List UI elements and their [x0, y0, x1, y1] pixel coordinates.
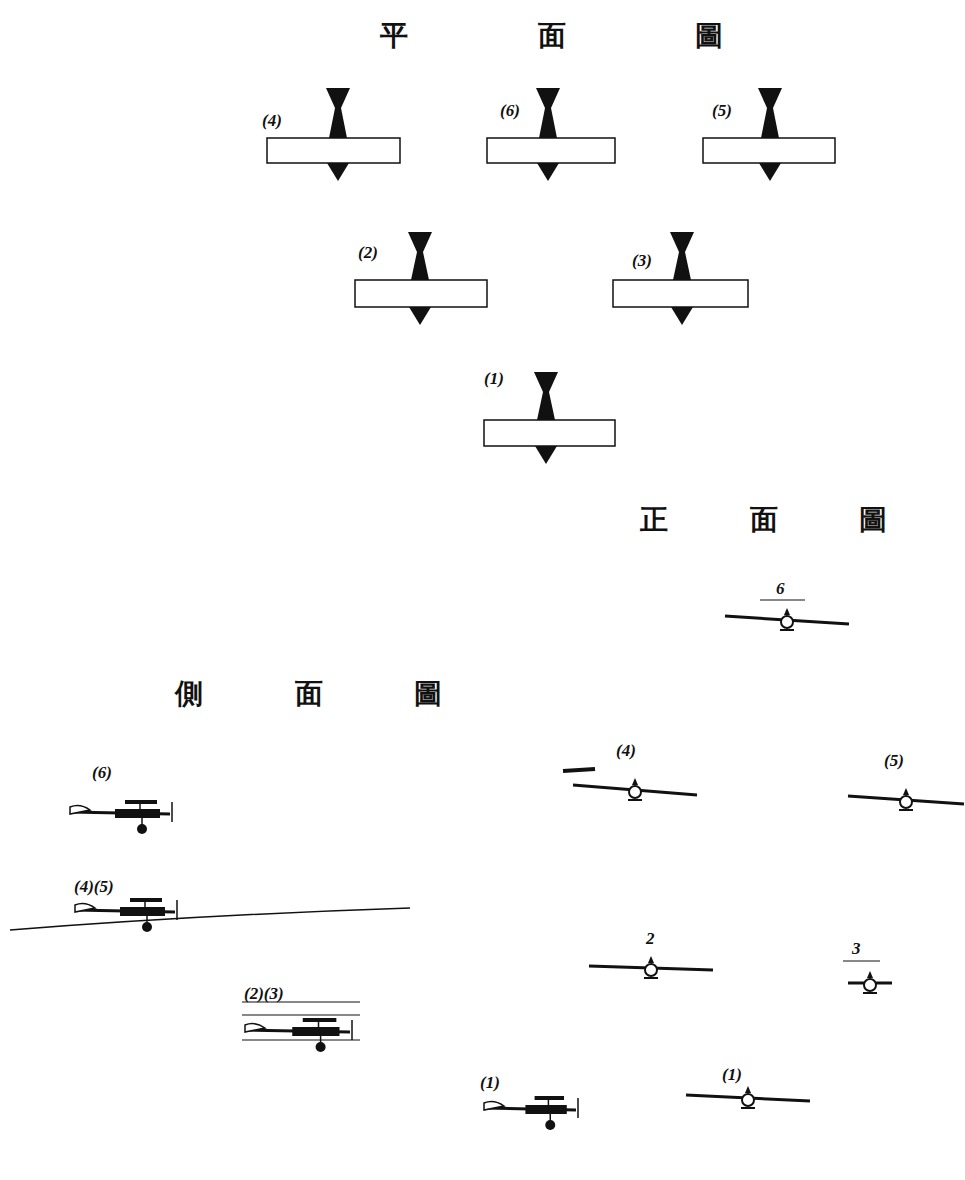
- side-propeller: [171, 802, 173, 822]
- guide-line: [242, 1015, 360, 1016]
- horizon-line: [10, 908, 410, 930]
- side-body: [525, 1105, 566, 1114]
- plan-wing: [703, 138, 835, 163]
- plan-nose: [327, 163, 349, 181]
- side-wheel: [142, 922, 152, 932]
- side-upper-wing: [303, 1018, 337, 1022]
- front-propeller: [742, 1094, 754, 1106]
- side-strut: [139, 804, 141, 812]
- front-fin: [632, 778, 638, 785]
- plan-wing: [487, 138, 615, 163]
- side-tail: [245, 1024, 265, 1032]
- plan-wing: [484, 420, 615, 446]
- front-propeller: [781, 616, 793, 628]
- front-gear: [780, 629, 794, 631]
- callout-number: (1): [722, 1066, 742, 1083]
- view-heading: 正 面 圖: [640, 506, 888, 534]
- view-heading: 平 面 圖: [380, 22, 724, 50]
- plan-wing: [613, 280, 748, 307]
- side-propeller: [577, 1098, 579, 1118]
- front-fin: [867, 971, 873, 978]
- side-strut: [144, 902, 146, 910]
- side-propeller: [176, 900, 178, 920]
- plan-nose: [409, 307, 431, 325]
- plan-fuselage: [670, 232, 694, 280]
- front-gear: [899, 809, 913, 811]
- callout-number: (4): [262, 112, 282, 129]
- guide-line: [242, 1040, 360, 1041]
- callout-number: (2): [358, 244, 378, 261]
- front-gear: [863, 992, 877, 994]
- callout-number: (3): [632, 252, 652, 269]
- plan-wing: [355, 280, 487, 307]
- front-propeller: [629, 786, 641, 798]
- side-wheel: [137, 824, 147, 834]
- callout-number: (4): [616, 742, 636, 759]
- callout-number: (5): [884, 752, 904, 769]
- callout-number: (1): [484, 370, 504, 387]
- front-propeller: [645, 964, 657, 976]
- callout-number: (5): [712, 102, 732, 119]
- side-upper-wing: [130, 898, 162, 902]
- front-fin: [745, 1086, 751, 1093]
- callout-number: (2)(3): [244, 985, 284, 1002]
- callout-number: (4)(5): [74, 878, 114, 895]
- side-body: [120, 907, 165, 916]
- side-tail: [75, 904, 95, 912]
- front-gear: [741, 1107, 755, 1109]
- plan-nose: [671, 307, 693, 325]
- plan-nose: [759, 163, 781, 181]
- callout-number: (6): [500, 102, 520, 119]
- front-mark: [563, 769, 595, 771]
- underline: [760, 600, 805, 601]
- view-heading: 側 面 圖: [175, 680, 443, 708]
- side-wheel: [545, 1120, 555, 1130]
- front-fin: [648, 956, 654, 963]
- side-body: [115, 809, 160, 818]
- plan-fuselage: [408, 232, 432, 280]
- front-gear: [628, 799, 642, 801]
- side-strut: [318, 1022, 320, 1030]
- plan-fuselage: [758, 88, 782, 138]
- callout-number: 2: [646, 930, 655, 947]
- front-gear: [644, 977, 658, 979]
- side-strut: [548, 1100, 550, 1108]
- side-wheel: [316, 1042, 326, 1052]
- callout-number: (1): [480, 1074, 500, 1091]
- side-body: [292, 1027, 339, 1036]
- side-tail: [70, 806, 90, 814]
- plan-nose: [537, 163, 559, 181]
- side-upper-wing: [535, 1096, 564, 1100]
- callout-number: (6): [92, 764, 112, 781]
- side-tail: [484, 1102, 504, 1110]
- plan-fuselage: [326, 88, 350, 138]
- callout-number: 6: [776, 580, 785, 597]
- side-upper-wing: [125, 800, 157, 804]
- side-propeller: [351, 1020, 353, 1040]
- front-fin: [784, 608, 790, 615]
- plan-nose: [535, 446, 557, 464]
- plan-fuselage: [534, 372, 558, 420]
- underline: [843, 961, 880, 962]
- plan-fuselage: [536, 88, 560, 138]
- front-propeller: [900, 796, 912, 808]
- front-propeller: [864, 979, 876, 991]
- callout-number: 3: [852, 940, 861, 957]
- front-fin: [903, 788, 909, 795]
- plan-wing: [267, 138, 400, 163]
